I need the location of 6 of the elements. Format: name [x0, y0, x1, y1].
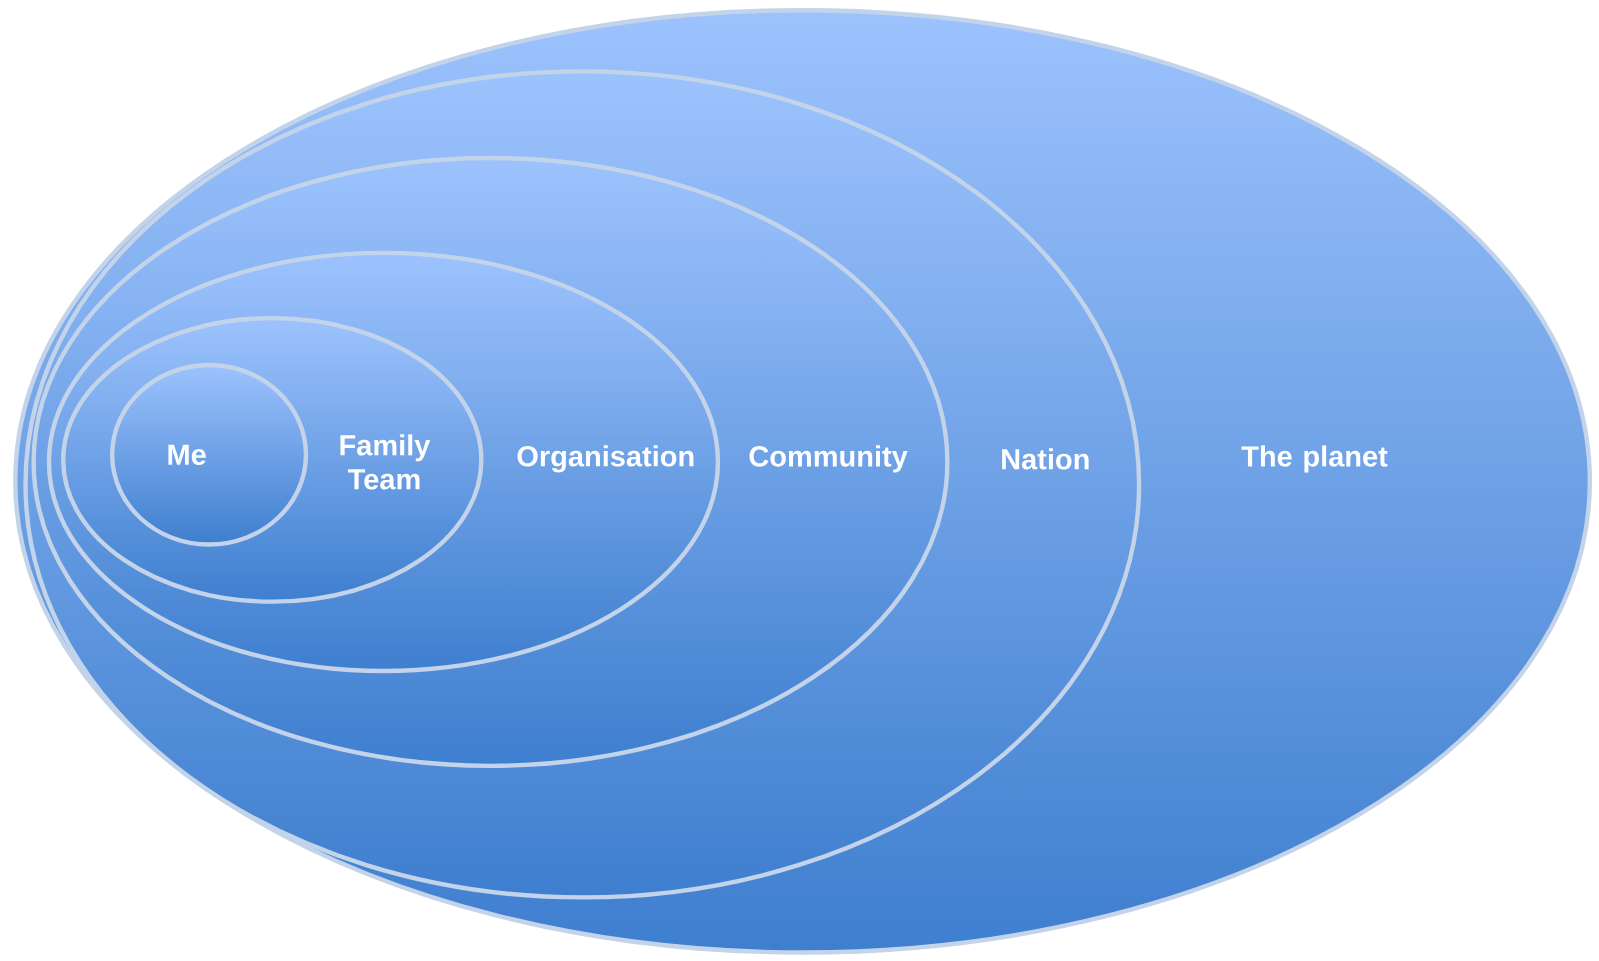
- ellipse-label: Organisation: [517, 445, 694, 473]
- ellipse-label: Me: [168, 444, 206, 465]
- ellipse-label: Nation: [1002, 448, 1089, 470]
- ellipse-label: Family Team: [340, 434, 431, 490]
- ellipse-label: Community: [749, 445, 908, 473]
- ellipse-label: The planet: [1241, 445, 1388, 473]
